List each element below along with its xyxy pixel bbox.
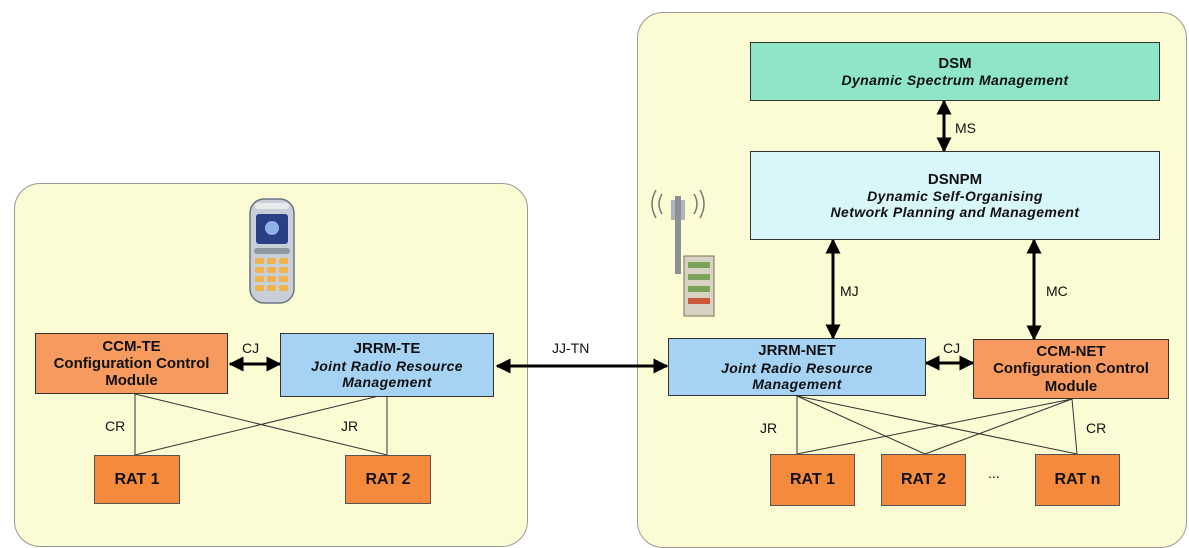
jrrm-net-subtitle: Joint Radio Resource Management xyxy=(721,359,873,392)
ccm-net-title: CCM-NET xyxy=(1036,343,1106,361)
ccm-te-box: CCM-TE Configuration Control Module xyxy=(35,333,228,394)
ccm-te-title: CCM-TE xyxy=(102,337,161,355)
ccm-net-box: CCM-NET Configuration Control Module xyxy=(973,339,1169,399)
dsm-subtitle: Dynamic Spectrum Management xyxy=(841,72,1069,89)
mc-label: MC xyxy=(1046,283,1068,299)
mj-label: MJ xyxy=(840,283,859,299)
dsm-title: DSM xyxy=(938,54,972,72)
base-station-icon xyxy=(651,189,715,317)
net-rat-n: RAT n xyxy=(1035,454,1120,506)
ms-label: MS xyxy=(955,120,976,136)
te-cr-label: CR xyxy=(105,418,126,434)
ccm-net-subtitle: Configuration Control Module xyxy=(993,360,1149,395)
net-rat-1: RAT 1 xyxy=(770,454,855,506)
dsnpm-subtitle-2: Network Planning and Management xyxy=(830,204,1080,221)
mobile-phone-icon xyxy=(249,198,295,304)
net-rat-2: RAT 2 xyxy=(881,454,966,506)
jj-tn-label: JJ-TN xyxy=(552,340,590,356)
te-rat-2: RAT 2 xyxy=(345,455,431,504)
te-jr-label: JR xyxy=(341,418,359,434)
net-dots: ... xyxy=(988,465,1000,481)
jrrm-net-box: JRRM-NET Joint Radio Resource Management xyxy=(668,338,926,396)
net-jr-label: JR xyxy=(760,420,778,436)
te-cj-label: CJ xyxy=(242,340,260,356)
jrrm-net-title: JRRM-NET xyxy=(758,342,836,360)
jrrm-te-title: JRRM-TE xyxy=(353,340,421,358)
jrrm-te-box: JRRM-TE Joint Radio Resource Management xyxy=(280,333,494,397)
net-cj-label: CJ xyxy=(943,340,961,356)
dsm-box: DSM Dynamic Spectrum Management xyxy=(750,42,1160,101)
dsnpm-box: DSNPM Dynamic Self-Organising Network Pl… xyxy=(750,151,1160,240)
te-rat-1: RAT 1 xyxy=(94,455,180,504)
ccm-te-subtitle: Configuration Control Module xyxy=(53,354,210,390)
jrrm-te-subtitle: Joint Radio Resource Management xyxy=(311,357,463,390)
dsnpm-title: DSNPM xyxy=(927,170,983,188)
net-cr-label: CR xyxy=(1086,420,1107,436)
dsnpm-subtitle-1: Dynamic Self-Organising xyxy=(867,188,1043,205)
